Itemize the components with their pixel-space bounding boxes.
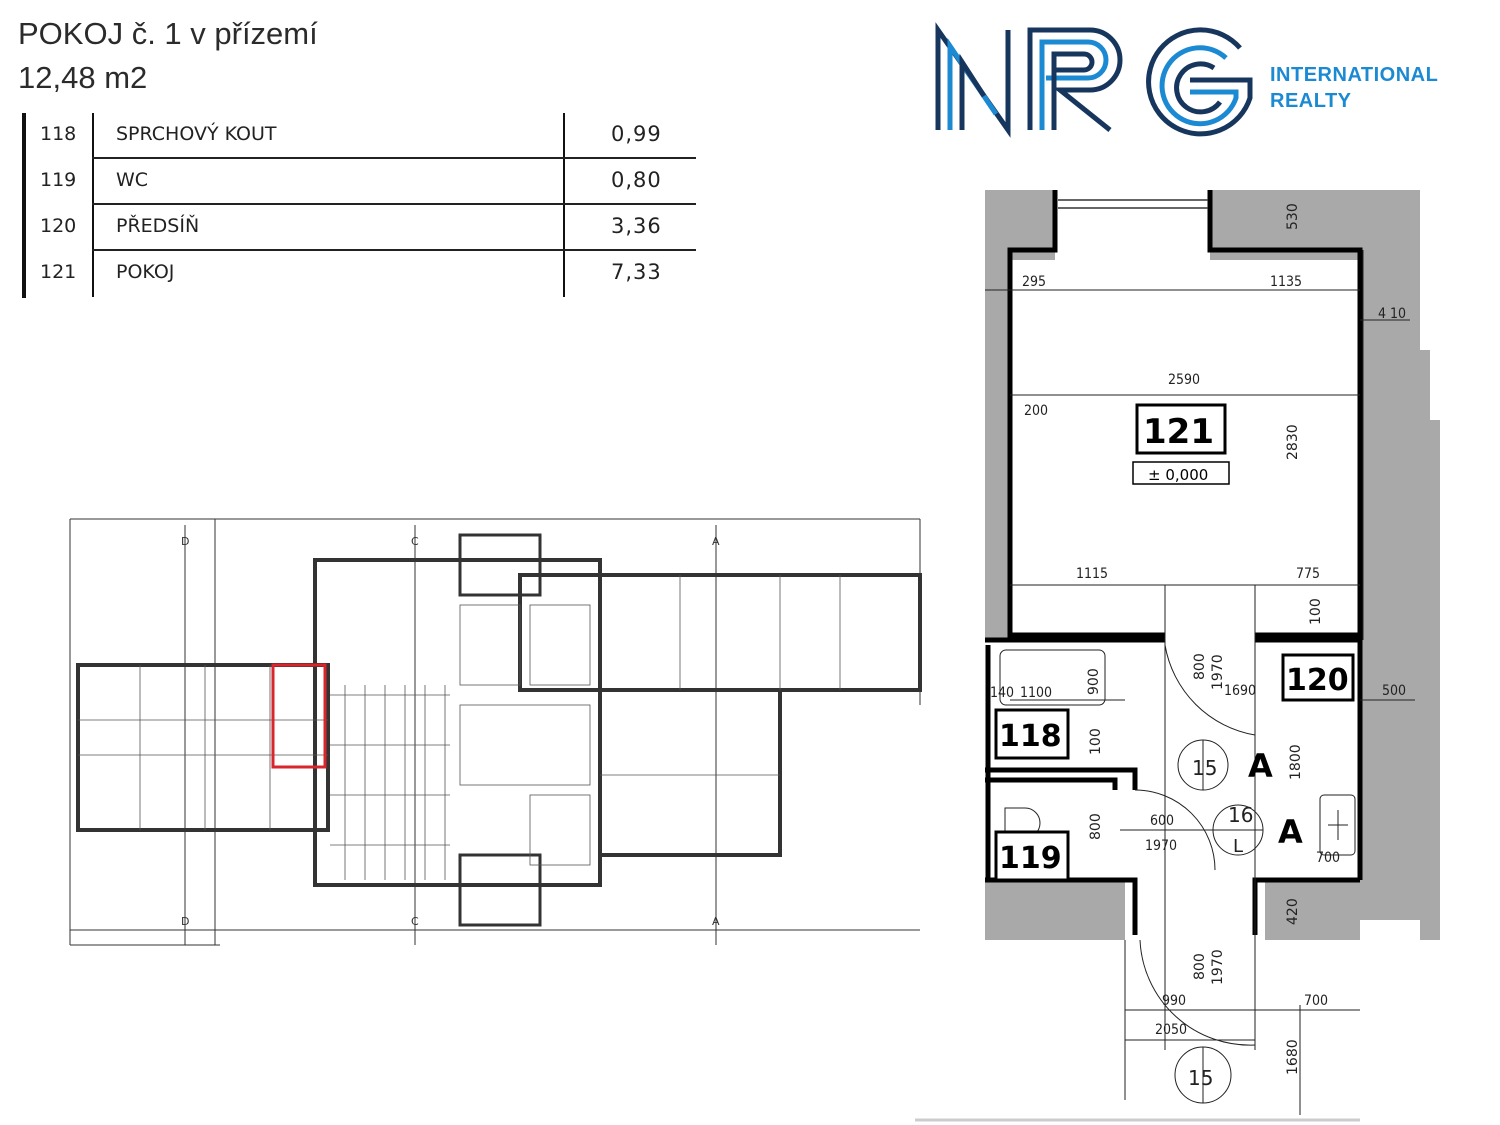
- dimension: 500: [1382, 683, 1406, 699]
- dimension: 1680: [1285, 1039, 1301, 1075]
- section-mark-a: A: [1248, 747, 1273, 785]
- dimension: 1115: [1076, 566, 1108, 582]
- dimension: 2050: [1155, 1022, 1187, 1038]
- section-number: 15: [1188, 1066, 1213, 1090]
- level-label: ± 0,000: [1148, 466, 1208, 484]
- room-label-118: 118: [999, 719, 1062, 754]
- room-area: 3,36: [611, 214, 662, 238]
- logo-line-1: INTERNATIONAL: [1270, 64, 1439, 86]
- section-number: 16: [1228, 803, 1253, 827]
- dimension: 700: [1304, 993, 1328, 1009]
- room-area: 0,80: [611, 168, 662, 192]
- room-name: PŘEDSÍŇ: [116, 215, 200, 237]
- page-title: POKOJ č. 1 v přízemí: [18, 16, 318, 51]
- dimension: 1970: [1210, 654, 1226, 690]
- table-left-bar: [22, 113, 26, 298]
- room-label-120: 120: [1286, 663, 1349, 698]
- dimension: 200: [1024, 403, 1048, 419]
- room-name: POKOJ: [116, 261, 175, 283]
- dimension: 1135: [1270, 274, 1302, 290]
- dimension: 800: [1192, 953, 1208, 980]
- section-letter: L: [1233, 836, 1243, 857]
- dimension: 1970: [1145, 838, 1177, 854]
- room-name: SPRCHOVÝ KOUT: [116, 123, 277, 145]
- axis-label: D: [181, 915, 189, 928]
- axis-label: A: [712, 535, 720, 548]
- axis-label: C: [411, 915, 419, 928]
- room-area: 7,33: [611, 260, 662, 284]
- table-row: 118 SPRCHOVÝ KOUT 0,99: [26, 113, 716, 159]
- section-number: 15: [1192, 756, 1217, 780]
- dimension: 100: [1088, 728, 1104, 755]
- logo-line-2: REALTY: [1270, 90, 1352, 112]
- axis-label: C: [411, 535, 419, 548]
- dimension: 140: [990, 685, 1014, 701]
- table-row: 119 WC 0,80: [26, 159, 716, 205]
- dimension: 800: [1088, 813, 1104, 840]
- dimension: 800: [1192, 653, 1208, 680]
- room-number: 119: [40, 169, 77, 191]
- section-mark-a: A: [1278, 813, 1303, 851]
- dimension: 1100: [1020, 685, 1052, 701]
- dimension: 990: [1162, 993, 1186, 1009]
- dimension: 775: [1296, 566, 1320, 582]
- dimension: 530: [1285, 203, 1301, 230]
- site-plan: D C A D C A: [69, 518, 922, 946]
- table-row: 120 PŘEDSÍŇ 3,36: [26, 205, 716, 251]
- room-number: 120: [40, 215, 77, 237]
- room-name: WC: [116, 169, 149, 191]
- floor-plan: 121 120 118 119 A A ± 0,000 15 16 L 15 2…: [915, 190, 1440, 1122]
- nrg-logo: [935, 22, 1253, 138]
- dimension: 100: [1308, 598, 1324, 625]
- room-label-119: 119: [999, 841, 1062, 876]
- dimension: 900: [1086, 668, 1102, 695]
- room-label-121: 121: [1143, 412, 1214, 452]
- total-area: 12,48 m2: [18, 60, 148, 95]
- room-number: 118: [40, 123, 77, 145]
- axis-label: A: [712, 915, 720, 928]
- highlighted-room: [271, 663, 327, 769]
- dimension: 600: [1150, 813, 1174, 829]
- dimension: 420: [1285, 898, 1301, 925]
- dimension: 1970: [1210, 949, 1226, 985]
- room-area: 0,99: [611, 122, 662, 146]
- dimension: 700: [1316, 850, 1340, 866]
- dimension: 2590: [1168, 372, 1200, 388]
- room-number: 121: [40, 261, 77, 283]
- axis-label: D: [181, 535, 189, 548]
- dimension: 2830: [1285, 424, 1301, 460]
- dimension: 295: [1022, 274, 1046, 290]
- dimension: 1690: [1224, 683, 1256, 699]
- logo-text: INTERNATIONAL REALTY: [1270, 62, 1438, 114]
- dimension: 1800: [1288, 744, 1304, 780]
- table-row: 121 POKOJ 7,33: [26, 251, 716, 297]
- dimension: 4 10: [1378, 306, 1406, 322]
